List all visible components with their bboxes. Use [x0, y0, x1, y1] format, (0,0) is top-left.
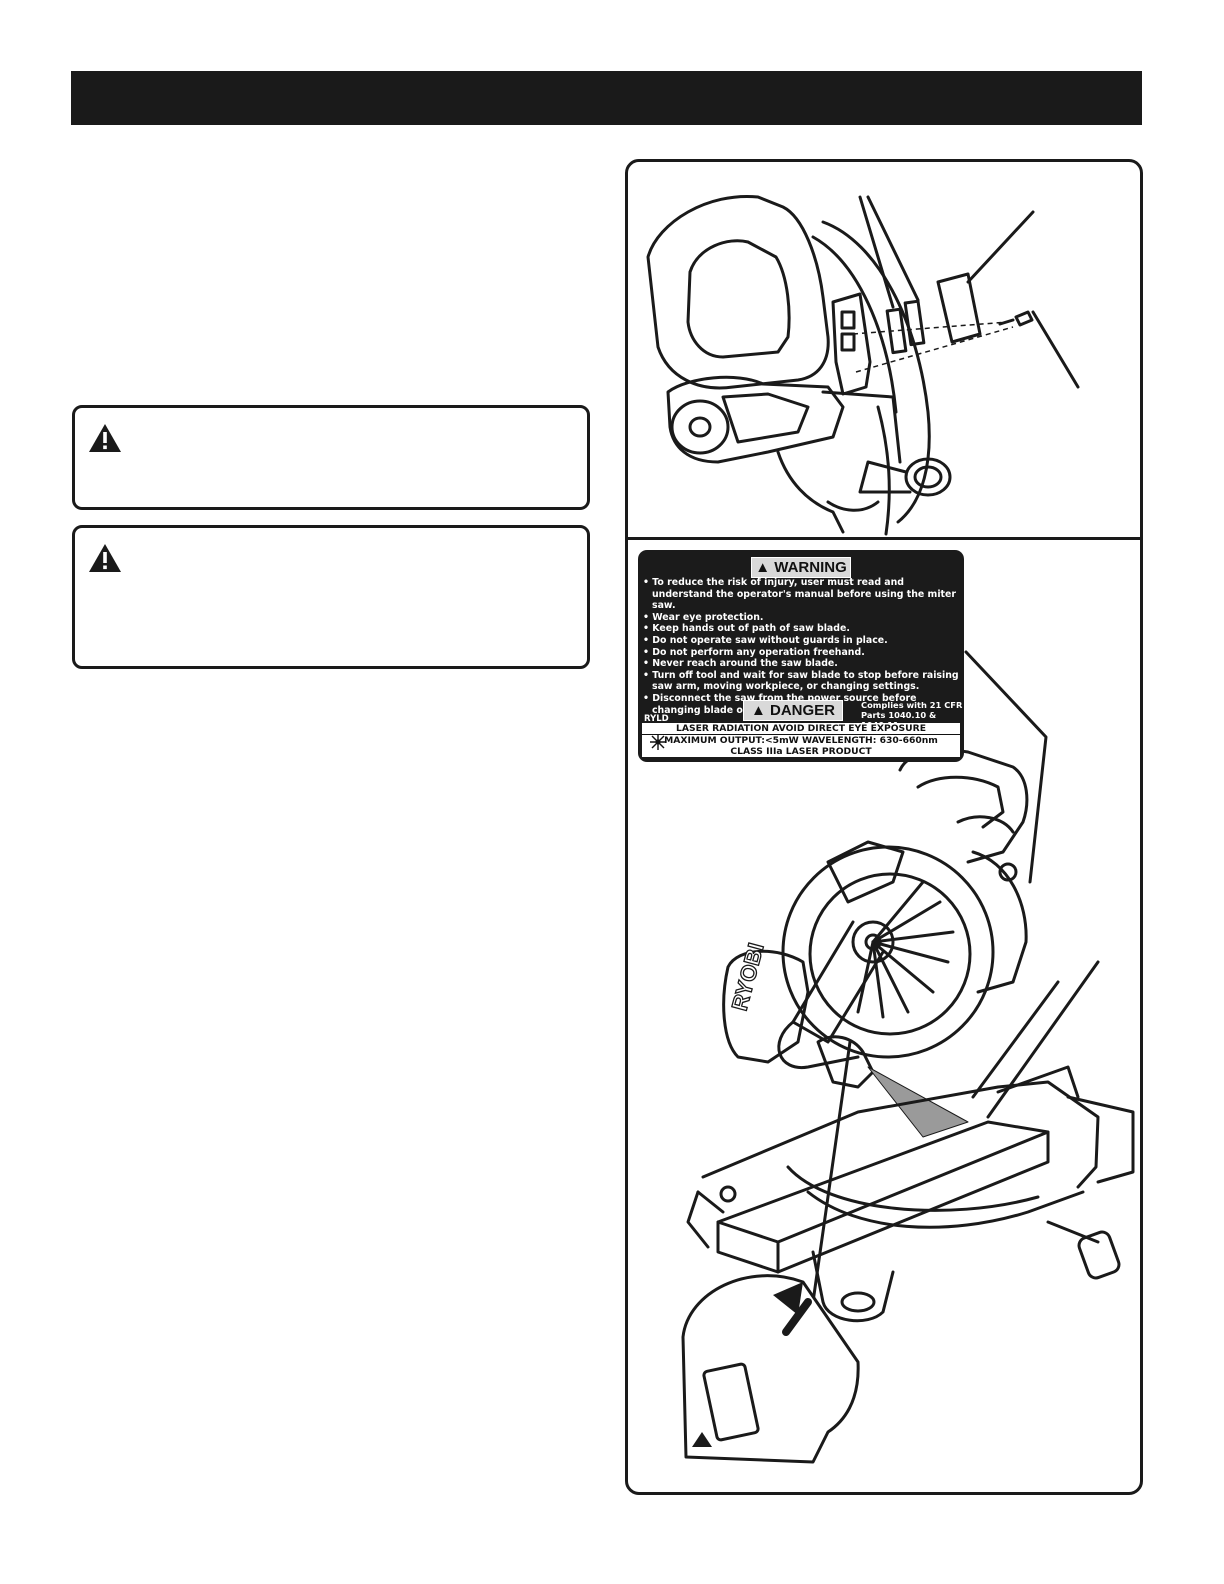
- figure-frame: RYOBI ▲ WARNING To reduce the risk of in…: [625, 159, 1143, 1495]
- label-warning-item: Never reach around the saw blade.: [643, 658, 961, 670]
- label-warning-item: Do not perform any operation freehand.: [643, 647, 961, 659]
- label-warning-heading: ▲ WARNING: [751, 557, 851, 578]
- label-danger-heading: ▲ DANGER: [743, 700, 843, 721]
- figure-divider: [628, 537, 1140, 540]
- laser-line-1: LASER RADIATION AVOID DIRECT EYE EXPOSUR…: [642, 723, 960, 735]
- label-warning-item: Wear eye protection.: [643, 612, 961, 624]
- label-warning-item: Turn off tool and wait for saw blade to …: [643, 670, 961, 693]
- label-code: RYLD: [644, 714, 669, 724]
- label-warning-item: Do not operate saw without guards in pla…: [643, 635, 961, 647]
- laser-info-strip: LASER RADIATION AVOID DIRECT EYE EXPOSUR…: [642, 723, 960, 757]
- label-warning-item: Keep hands out of path of saw blade.: [643, 623, 961, 635]
- laser-line-2: MAXIMUM OUTPUT:<5mW WAVELENGTH: 630-660n…: [664, 735, 938, 746]
- warning-triangle-icon: [89, 544, 121, 572]
- inset-warning-icon: [692, 1432, 712, 1447]
- laser-line-3: CLASS IIIa LASER PRODUCT: [730, 746, 872, 757]
- laser-starburst-icon: [650, 734, 666, 750]
- saw-illustration: RYOBI: [646, 194, 1135, 1464]
- label-warning-list: To reduce the risk of injury, user must …: [643, 577, 961, 716]
- label-warning-item: Disconnect the saw from the power source…: [643, 693, 961, 716]
- saw-warning-label: ▲ WARNING To reduce the risk of injury, …: [638, 550, 964, 762]
- warning-triangle-icon: [89, 424, 121, 452]
- warning-box-2: [72, 525, 590, 669]
- section-header-bar: [71, 71, 1142, 125]
- warning-box-1: [72, 405, 590, 510]
- saw-brand-text: RYOBI: [727, 940, 769, 1013]
- label-warning-item: To reduce the risk of injury, user must …: [643, 577, 961, 612]
